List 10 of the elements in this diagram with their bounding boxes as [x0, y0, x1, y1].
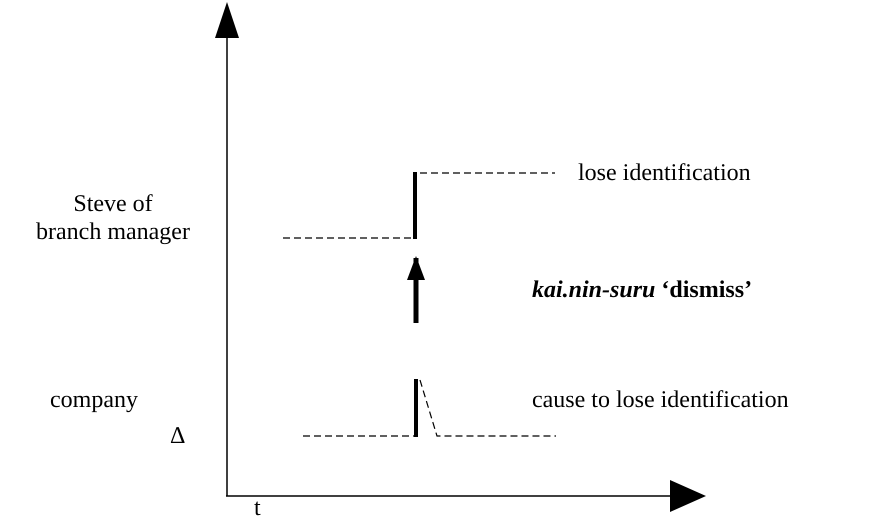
arrow [407, 256, 425, 323]
axis-label: Steve of branch manager [35, 190, 191, 246]
axis-label: cause to lose identification [532, 386, 789, 414]
axis-label: t [254, 494, 261, 519]
step-bar [413, 172, 417, 239]
step-bar [414, 379, 418, 437]
axis-label: company [50, 386, 138, 414]
axis-label: lose identification [578, 159, 751, 187]
axis-label: kai.nin-suru ‘dismiss’ [532, 276, 752, 304]
axis-label: Δ [170, 422, 186, 450]
